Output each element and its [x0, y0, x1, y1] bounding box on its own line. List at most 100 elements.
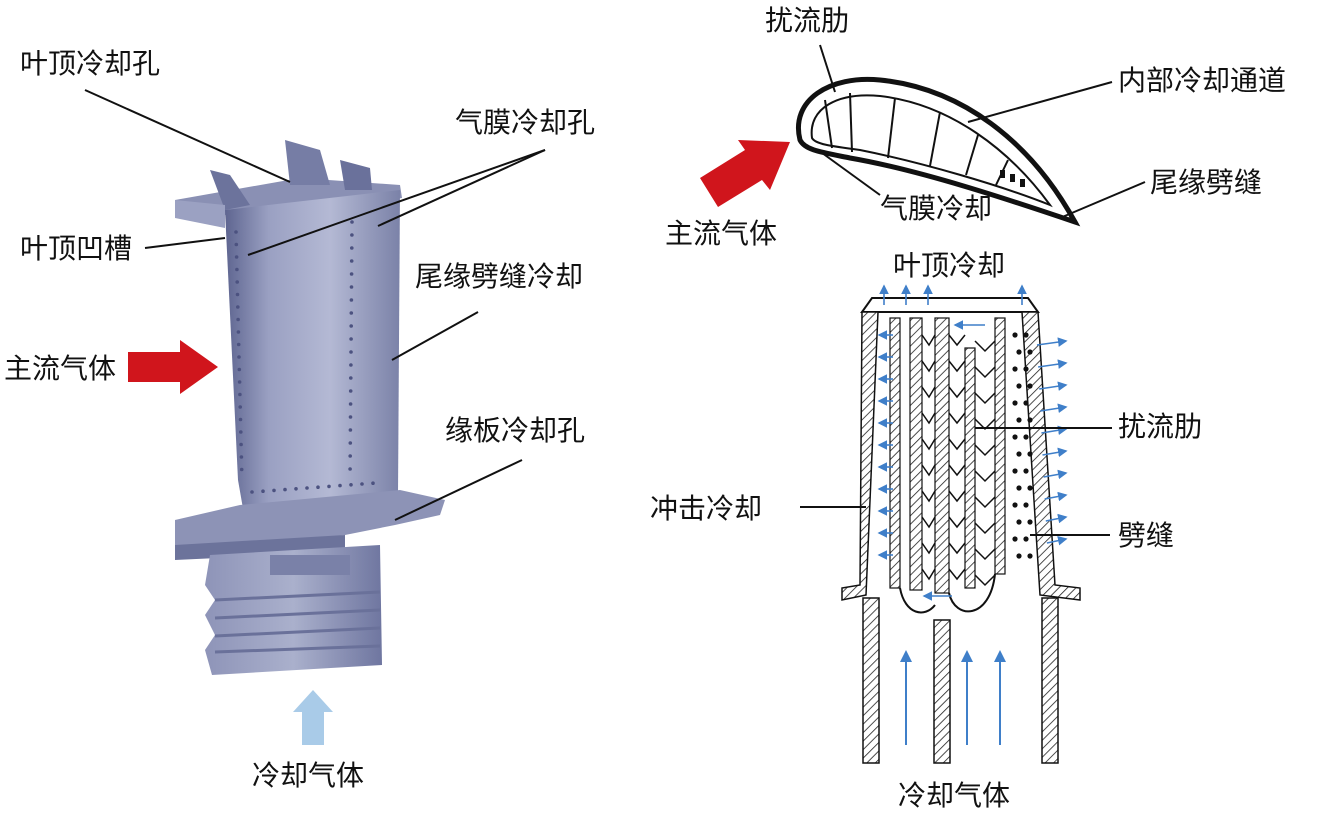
coolant-inlet-arrows — [900, 650, 1006, 745]
label-impingement-cooling: 冲击冷却 — [650, 492, 762, 525]
chevron-rib — [921, 412, 936, 425]
chevron-rib — [921, 490, 936, 503]
flow-arrow — [1040, 403, 1068, 413]
chevron-rib — [921, 386, 936, 399]
film-cooling-hole — [237, 355, 241, 359]
chevron-rib — [921, 334, 936, 347]
pin-fin-dot — [1023, 468, 1029, 474]
film-cooling-hole — [237, 367, 242, 372]
pin-fin-dot — [1016, 349, 1022, 355]
mainstream-arrow-left — [128, 340, 218, 394]
airfoil-ribs — [824, 92, 1009, 186]
film-cooling-hole — [349, 285, 354, 289]
left-leader-lines — [84, 89, 546, 521]
film-cooling-hole — [350, 246, 354, 250]
flow-arrow — [1039, 381, 1068, 391]
pin-fin-dot — [1012, 502, 1018, 508]
film-cooling-hole — [316, 485, 320, 490]
chevron-rib — [974, 548, 996, 561]
film-cooling-hole — [327, 484, 331, 489]
pin-fin-dot — [1016, 485, 1022, 491]
film-cooling-hole — [235, 292, 240, 297]
pin-fin-dot — [1023, 332, 1029, 338]
film-cooling-hole — [305, 486, 309, 490]
chevron-rib — [974, 444, 996, 457]
label-film-cooling: 气膜冷却 — [880, 192, 992, 225]
film-cooling-hole — [349, 259, 354, 263]
chevron-rib — [921, 568, 936, 581]
chevron-rib — [921, 516, 936, 529]
film-cooling-hole — [338, 483, 342, 488]
chevron-rib — [948, 542, 966, 555]
film-cooling-hole — [348, 402, 353, 406]
chevron-rib — [948, 386, 966, 399]
film-cooling-hole — [236, 317, 240, 322]
pin-fin-dot — [1016, 451, 1022, 457]
film-cooling-hole — [349, 483, 353, 487]
film-cooling-hole — [236, 342, 241, 347]
film-cooling-hole — [238, 405, 242, 409]
chevron-rib — [948, 490, 966, 503]
film-cooling-hole — [348, 454, 353, 458]
film-cooling-hole — [234, 255, 239, 259]
airfoil-outline — [796, 76, 1081, 227]
flow-arrow — [1041, 425, 1068, 436]
pin-fin-dot — [1016, 519, 1022, 525]
film-cooling-hole — [236, 305, 240, 309]
pin-fin-dot — [1027, 417, 1033, 423]
pin-fin-dot — [1023, 536, 1029, 542]
label-internal-cooling-passage: 内部冷却通道 — [1118, 64, 1286, 97]
flow-arrows — [877, 284, 1068, 601]
chevron-rib — [948, 412, 966, 425]
pin-fin-dot — [1027, 451, 1033, 457]
airfoil-trailing-slots — [1000, 170, 1025, 187]
outer-wall-right — [1021, 311, 1081, 601]
flow-arrow — [1042, 447, 1068, 458]
film-cooling-hole — [349, 363, 353, 367]
film-cooling-hole — [238, 392, 242, 397]
flow-arrow — [1037, 359, 1068, 369]
chevron-rib — [921, 360, 936, 373]
flow-arrow — [1046, 535, 1068, 546]
airfoil-leader-lines — [817, 44, 1146, 219]
flow-arrow — [1044, 491, 1068, 502]
outer-wall-left — [841, 311, 879, 601]
film-cooling-hole — [238, 417, 243, 422]
pin-fin-dot — [1016, 553, 1022, 559]
film-cooling-hole — [239, 455, 244, 459]
film-cooling-hole — [350, 233, 354, 237]
film-cooling-hole — [348, 415, 353, 419]
film-cooling-hole — [272, 488, 276, 493]
film-cooling-hole — [350, 220, 354, 224]
slot-pin-fins — [1012, 332, 1033, 559]
film-cooling-hole — [360, 482, 364, 486]
chevron-rib — [948, 334, 966, 347]
chevron-rib — [948, 516, 966, 529]
label-mainstream-gas-left: 主流气体 — [4, 352, 116, 385]
film-cooling-hole — [283, 487, 287, 492]
film-cooling-hole — [349, 337, 353, 341]
film-cooling-hole — [349, 311, 354, 315]
label-platform-cooling-holes: 缘板冷却孔 — [445, 414, 585, 447]
flow-arrow — [1043, 469, 1068, 480]
label-tip-groove: 叶顶凹槽 — [20, 232, 132, 265]
film-cooling-hole — [294, 487, 298, 491]
chevron-rib — [948, 360, 966, 373]
label-mainstream-gas-right: 主流气体 — [665, 217, 777, 250]
pin-fin-dot — [1016, 417, 1022, 423]
label-coolant-gas-left: 冷却气体 — [252, 759, 364, 792]
label-tip-cooling: 叶顶冷却 — [893, 249, 1005, 282]
blade-platform — [175, 490, 445, 545]
chevron-rib — [974, 366, 996, 379]
pin-fin-dot — [1012, 400, 1018, 406]
coolant-arrow-left — [293, 690, 333, 745]
label-tip-cooling-holes: 叶顶冷却孔 — [20, 47, 160, 80]
film-cooling-hole — [239, 430, 243, 434]
pin-fin-dot — [1012, 332, 1018, 338]
film-cooling-hole — [236, 330, 241, 334]
film-cooling-hole — [349, 324, 354, 328]
left-blade-figure — [175, 140, 445, 675]
film-cooling-hole — [349, 272, 354, 276]
film-cooling-hole-rows — [234, 220, 375, 494]
